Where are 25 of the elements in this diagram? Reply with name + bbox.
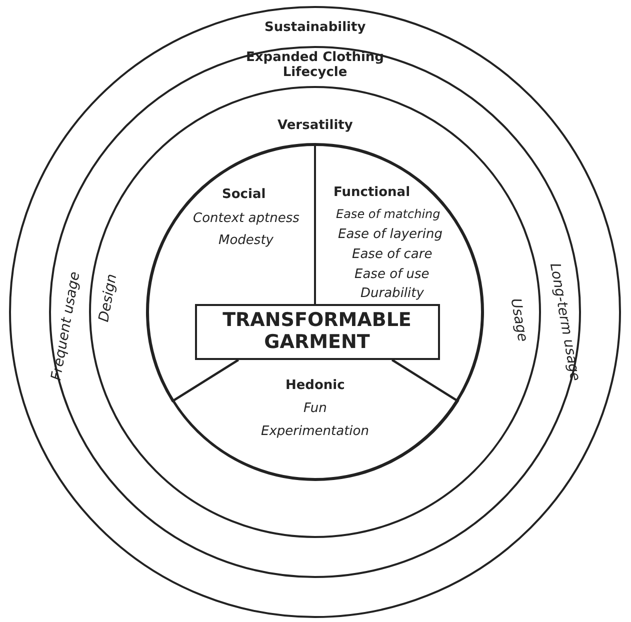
inner-ring	[89, 86, 541, 538]
core-circle	[147, 144, 483, 480]
list-item: Ease of use	[354, 268, 430, 282]
list-item: Ease of layering	[338, 228, 442, 242]
list-item: Fun	[303, 402, 327, 416]
ring-label: Frequent usage	[48, 270, 84, 382]
ring-title: Sustainability	[264, 20, 366, 36]
ring-title: Versatility	[278, 118, 353, 134]
box-title: TRANSFORMABLE GARMENT	[222, 310, 412, 354]
list-item: Durability	[360, 286, 424, 302]
list-item: Modesty	[218, 234, 274, 248]
list-item: Experimentation	[260, 424, 369, 440]
ring-title: Expanded Clothing Lifecycle	[245, 51, 385, 81]
sector-heading: Functional	[334, 186, 410, 200]
sector-heading: Hedonic	[285, 378, 345, 394]
ring-label: Usage	[507, 297, 531, 343]
list-item: Ease of matching	[336, 208, 440, 222]
center-box	[195, 304, 440, 360]
outer-ring	[9, 6, 621, 618]
sector-heading: Social	[222, 188, 266, 202]
list-item: Ease of care	[352, 248, 432, 262]
middle-ring	[49, 46, 581, 578]
ring-label: Design	[96, 272, 120, 324]
pie-sector	[172, 360, 458, 480]
list-item: Context aptness	[193, 212, 300, 226]
